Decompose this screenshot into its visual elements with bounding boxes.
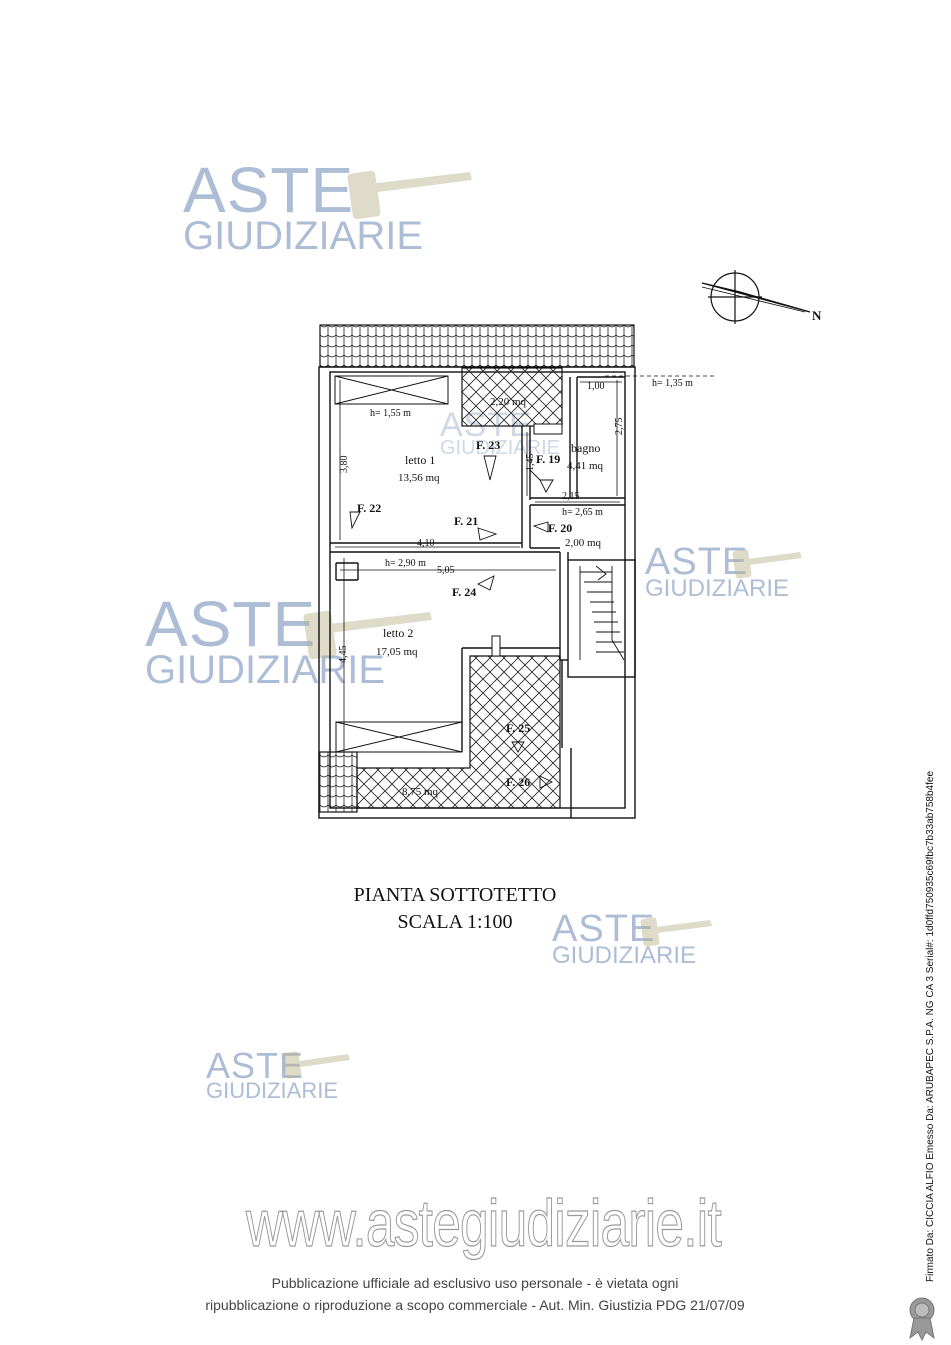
window-markers	[349, 455, 554, 789]
plan-title: PIANTA SOTTOTETTO	[353, 884, 557, 906]
dimension-label-4-45: 4,45	[338, 646, 349, 664]
interior-walls	[330, 376, 636, 752]
room-letto1-area: 13,56 mq	[398, 472, 440, 484]
website-watermark: www.astegiudiziarie.it	[246, 1185, 723, 1260]
watermark-giudiziarie-text: GIUDIZIARIE	[145, 648, 386, 692]
watermark-aste-text: ASTE	[206, 1045, 305, 1086]
publication-notice-line1: Pubblicazione ufficiale ad esclusivo uso…	[271, 1275, 679, 1291]
watermark-giudiziarie-text: GIUDIZIARIE	[645, 575, 790, 602]
watermark-aste-text: ASTE	[552, 908, 656, 950]
room-letto2-area: 17,05 mq	[376, 646, 418, 658]
publication-notice-line2: ripubblicazione o riproduzione a scopo c…	[205, 1297, 745, 1313]
height-label-corridor: h= 2,65 m	[562, 507, 603, 518]
room-letto1-name: letto 1	[405, 453, 435, 467]
dimension-label-1-00: 1,00	[587, 381, 605, 392]
terrace-hatched	[356, 635, 561, 809]
room-bagno-name: bagno	[571, 441, 600, 455]
staircase	[579, 565, 625, 661]
watermark-aste-text: ASTE	[183, 154, 355, 226]
roof-tiles-bottom	[318, 751, 358, 813]
room-letto2-name: letto 2	[383, 626, 413, 640]
aste-watermark-5: ASTE GIUDIZIARIE	[206, 1048, 338, 1102]
roof-tiles-top	[319, 324, 635, 368]
gavel-watermark-icon	[282, 1051, 350, 1079]
digital-signature-text: Firmato Da: CICCIA ALFIO Emesso Da: ARUB…	[925, 770, 936, 1282]
gavel-watermark-icon	[303, 610, 432, 660]
dimension-lines	[335, 380, 622, 752]
gavel-watermark-icon	[732, 549, 802, 579]
dimension-label-1-45: 1,45	[525, 454, 536, 472]
north-compass-icon	[701, 270, 811, 324]
dimension-label-4-10: 4,10	[417, 538, 435, 549]
aste-watermark-1: ASTE GIUDIZIARIE	[183, 158, 423, 256]
watermark-giudiziarie-text: GIUDIZIARIE	[183, 214, 424, 258]
gavel-watermark-icon	[640, 917, 712, 947]
watermark-aste-text: ASTE	[645, 541, 749, 583]
seal-badge-icon	[909, 1297, 935, 1342]
window-label-f21: F. 21	[454, 514, 478, 528]
eaves-storage-bottom	[335, 721, 463, 753]
eaves-storage-top	[334, 375, 449, 405]
aste-watermark-2: ASTE GIUDIZIARIE	[645, 543, 789, 601]
terrace-area: 8,75 mq	[402, 786, 439, 798]
window-label-f22: F. 22	[357, 501, 381, 515]
dimension-label-2-15: 2,15	[562, 491, 580, 502]
dimension-label-5-05: 5,05	[437, 565, 455, 576]
window-label-f26: F. 26	[506, 775, 530, 789]
window-label-f24: F. 24	[452, 585, 476, 599]
room-bagno-area: 4,41 mq	[567, 460, 604, 472]
watermark-giudiziarie-text: GIUDIZIARIE	[206, 1078, 339, 1103]
watermark-aste-text: ASTE	[145, 588, 317, 660]
aste-watermark-3: ASTE GIUDIZIARIE	[145, 592, 385, 690]
height-label-letto1: h= 1,55 m	[370, 408, 411, 419]
compass-north-label: N	[812, 308, 822, 323]
window-label-f20: F. 20	[548, 521, 572, 535]
hatched-area-top	[461, 367, 563, 427]
aste-watermark-4: ASTE GIUDIZIARIE	[552, 910, 696, 968]
dimension-label-3-80: 3,80	[339, 456, 350, 474]
window-label-f25: F. 25	[506, 721, 530, 735]
window-label-f23: F. 23	[476, 438, 500, 452]
height-label-letto2: h= 2,90 m	[385, 558, 426, 569]
chimney-element	[533, 423, 563, 435]
height-label-top-right: h= 1,35 m	[652, 378, 693, 389]
plan-scale: SCALA 1:100	[397, 911, 513, 933]
watermark-giudiziarie-text: GIUDIZIARIE	[552, 942, 697, 969]
window-label-f19: F. 19	[536, 452, 560, 466]
dimension-label-2-75: 2,75	[614, 418, 625, 436]
gavel-watermark-icon	[347, 170, 472, 220]
room-area-top: 2,20 mq	[490, 396, 527, 408]
room-disimpegno-area: 2,00 mq	[565, 537, 602, 549]
